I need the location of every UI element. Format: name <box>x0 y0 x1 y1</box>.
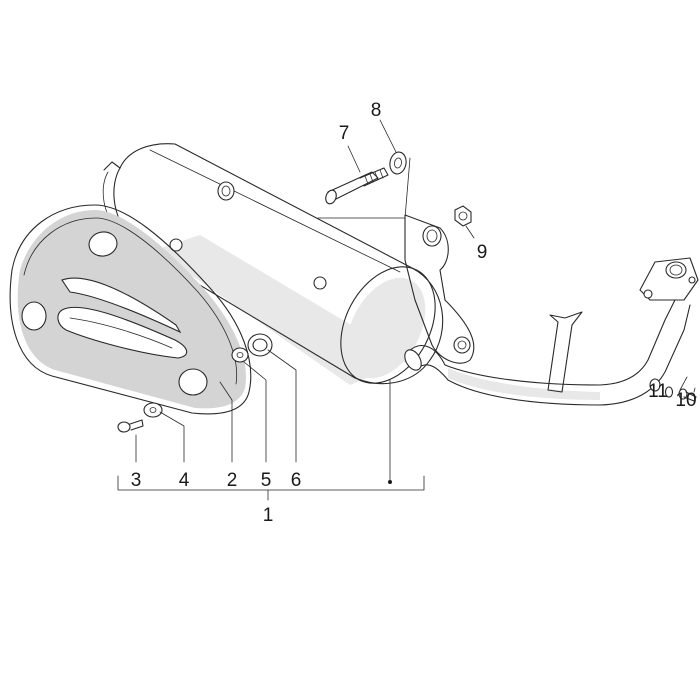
label-part-8: 8 <box>371 100 382 121</box>
heat-shield-cover <box>9 204 252 415</box>
label-part-7: 7 <box>339 123 350 144</box>
label-part-6: 6 <box>291 470 302 491</box>
label-part-3: 3 <box>131 470 142 491</box>
part-labels: 7 8 9 10 11 3 4 2 5 6 1 <box>131 100 697 526</box>
label-part-2: 2 <box>227 470 238 491</box>
label-part-9: 9 <box>477 242 488 263</box>
screw-part-3 <box>117 419 144 433</box>
exhaust-pipe <box>404 257 699 406</box>
washer-part-5 <box>231 347 249 363</box>
leader-lines <box>117 119 696 501</box>
washer-part-4 <box>143 402 163 418</box>
label-part-1: 1 <box>263 505 274 526</box>
nut-part-9 <box>454 205 472 227</box>
label-part-10: 10 <box>675 390 696 411</box>
label-part-11: 11 <box>648 381 668 402</box>
gasket-part-6 <box>247 333 273 357</box>
mounting-bracket <box>317 157 475 364</box>
washer-part-11 <box>664 386 674 398</box>
screw-part-10 <box>678 388 697 402</box>
label-part-4: 4 <box>179 470 190 491</box>
label-part-5: 5 <box>261 470 272 491</box>
bolt-part-7 <box>325 167 389 205</box>
washer-part-8 <box>389 151 407 175</box>
